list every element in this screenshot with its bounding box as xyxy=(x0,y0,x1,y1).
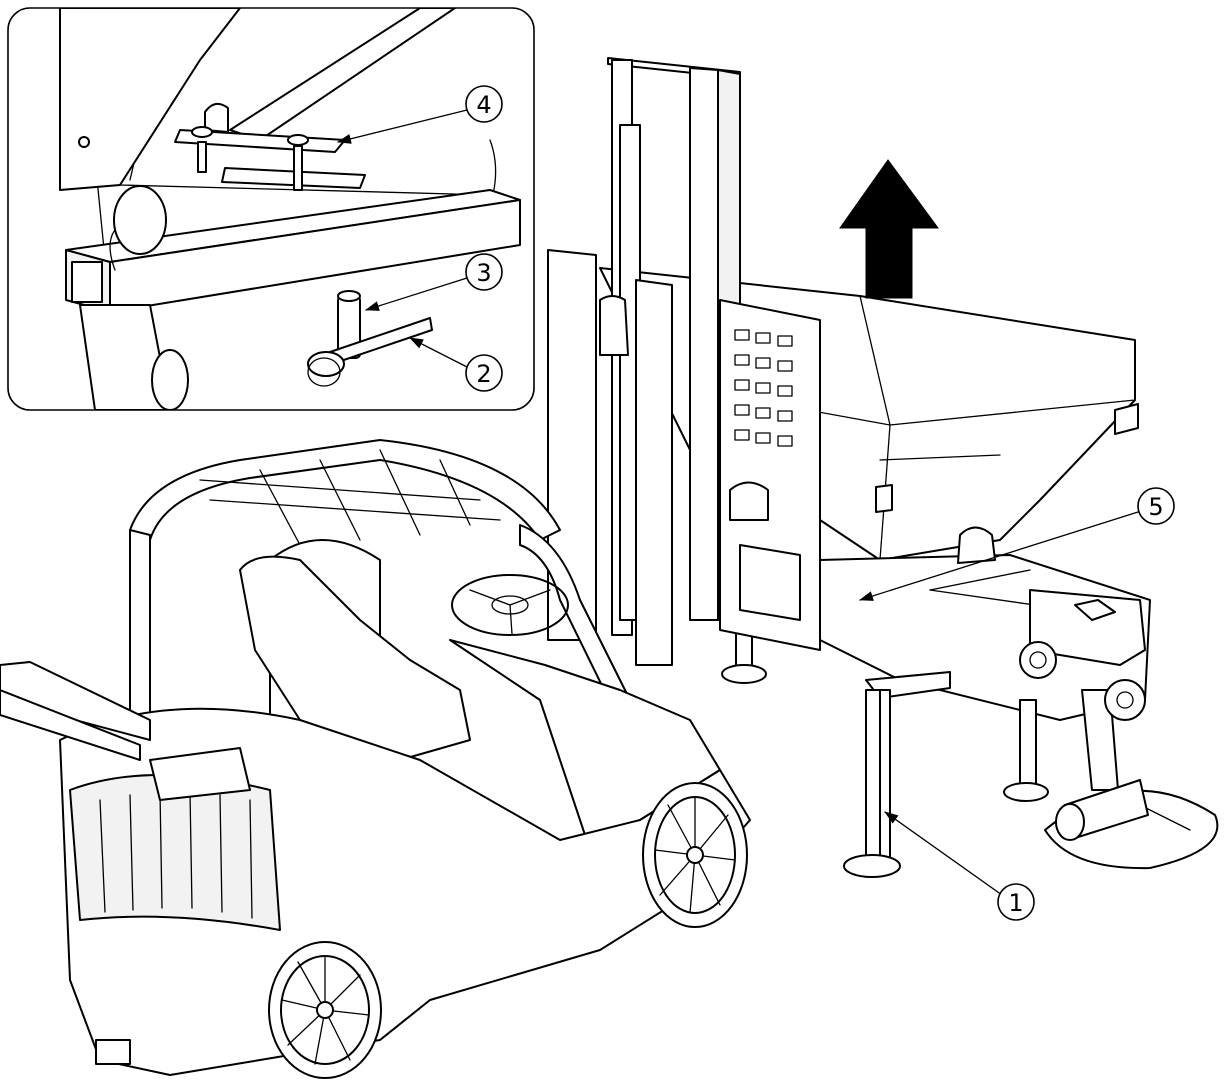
forklift-front-wheel xyxy=(642,782,748,928)
callout-label-3: 3 xyxy=(476,259,491,287)
callout-5: 5 xyxy=(1137,487,1175,525)
detail-inset xyxy=(7,7,535,411)
callout-label-1: 1 xyxy=(1008,889,1023,917)
spreader-frame xyxy=(721,526,1219,878)
forklift-body xyxy=(0,439,751,1076)
callout-label-5: 5 xyxy=(1148,493,1163,521)
callout-4: 4 xyxy=(465,85,503,123)
forklift-mast xyxy=(547,57,821,666)
callout-1: 1 xyxy=(997,883,1035,921)
leader-line-2 xyxy=(409,337,468,368)
spreader-hopper xyxy=(599,267,1139,561)
leader-line-4 xyxy=(337,109,468,144)
callout-label-4: 4 xyxy=(476,91,491,119)
callout-label-2: 2 xyxy=(476,360,491,388)
leader-line-3 xyxy=(365,277,468,311)
callout-2: 2 xyxy=(465,354,503,392)
forklift-rear-wheel xyxy=(268,941,382,1079)
leader-line-1 xyxy=(884,811,1003,896)
leader-lines xyxy=(337,109,1139,896)
leader-line-5 xyxy=(859,511,1139,601)
callout-3: 3 xyxy=(465,253,503,291)
up-arrow-icon xyxy=(839,159,939,299)
